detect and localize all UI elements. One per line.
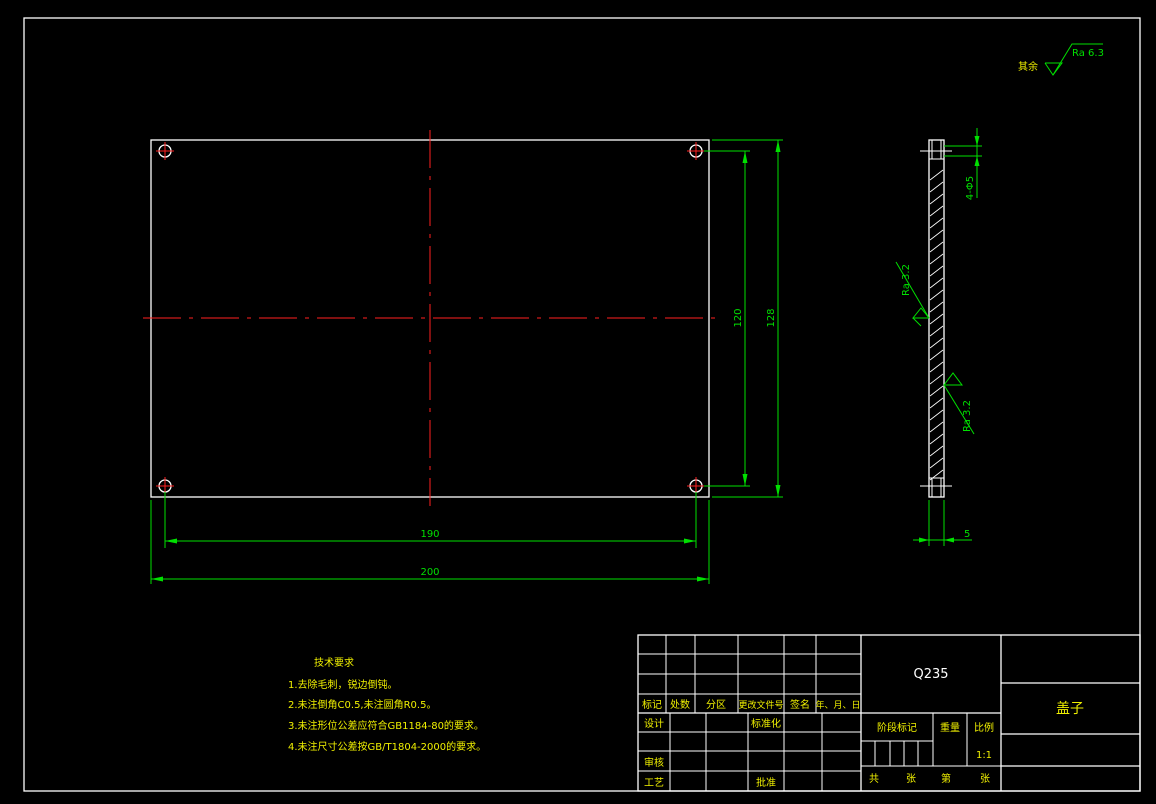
- hatch-line: [929, 433, 944, 445]
- hatch-line: [929, 445, 944, 457]
- hatch-line: [929, 421, 944, 433]
- hole-note-label: 4-Φ5: [965, 176, 976, 200]
- hatch-line: [929, 289, 944, 301]
- design-label: 设计: [644, 717, 664, 730]
- hatch-line: [929, 193, 944, 205]
- review-label: 审核: [644, 756, 664, 769]
- hatch-line: [929, 385, 944, 397]
- part-name: 盖子: [1056, 701, 1084, 717]
- sheet-unit-label: 张: [980, 773, 990, 785]
- drawing-border: [23, 17, 1141, 792]
- dim-200-label: 200: [420, 567, 439, 578]
- roughness-rest: 其余 Ra 6.3: [1018, 43, 1104, 76]
- hatch-line: [929, 373, 944, 385]
- roughness-rest-label: 其余: [1018, 60, 1038, 73]
- hatch-line: [929, 313, 944, 325]
- hatch-line: [929, 217, 944, 229]
- dim-120: 120: [704, 150, 750, 487]
- dim-128-label: 128: [766, 308, 777, 327]
- roughness-right-label: Ra 3.2: [962, 400, 973, 432]
- hatch-line: [929, 361, 944, 373]
- tech-item: 3.未注形位公差应符合GB1184-80的要求。: [288, 719, 484, 732]
- tech-item: 4.未注尺寸公差按GB/T1804-2000的要求。: [288, 740, 486, 753]
- hatch-line: [929, 253, 944, 265]
- hole-top-left: [156, 142, 174, 160]
- dim-thickness: 5: [913, 500, 972, 546]
- thickness-label: 5: [964, 529, 970, 540]
- roughness-right: Ra 3.2: [943, 372, 975, 435]
- dim-hole-note: 4-Φ5: [944, 128, 982, 200]
- sheet-no-label: 第: [941, 772, 951, 785]
- hatch-line: [929, 409, 944, 421]
- scale-value: 1:1: [976, 750, 992, 761]
- weight-label: 重量: [940, 721, 960, 734]
- title-block: Q235 盖子 标记 处数 分区 更改文件号 签名 年、月、日 设计 标准化 审…: [637, 634, 1141, 792]
- hatch-line: [929, 337, 944, 349]
- tech-item: 1.去除毛刺，锐边倒钝。: [288, 678, 398, 691]
- process-label: 工艺: [644, 777, 664, 789]
- total-sheets-label: 共: [869, 773, 879, 785]
- header-cell: 分区: [706, 699, 726, 711]
- header-cell: 年、月、日: [815, 699, 860, 711]
- header-cell: 签名: [790, 698, 810, 711]
- approve-label: 批准: [756, 776, 776, 789]
- tech-title: 技术要求: [314, 656, 354, 669]
- sheet-unit-label: 张: [906, 773, 916, 785]
- hatch-line: [929, 277, 944, 289]
- scale-label: 比例: [974, 721, 994, 734]
- hatch-line: [929, 169, 944, 181]
- header-cell: 更改文件号: [738, 699, 783, 711]
- dim-190-label: 190: [420, 529, 439, 540]
- hatch-line: [929, 469, 944, 481]
- header-cell: 处数: [670, 698, 690, 711]
- dim-190: 190: [164, 492, 697, 548]
- hatch-line: [929, 241, 944, 253]
- hatch-line: [929, 181, 944, 193]
- hatch-line: [929, 205, 944, 217]
- roughness-left: Ra 3.2: [895, 261, 930, 327]
- dim-128: 128: [712, 139, 783, 498]
- dim-200: 200: [150, 500, 710, 584]
- hatch-line: [929, 457, 944, 469]
- tech-requirements: 技术要求 1.去除毛刺，锐边倒钝。 2.未注倒角C0.5,未注圆角R0.5。 3…: [288, 656, 486, 753]
- header-cell: 标记: [642, 699, 662, 711]
- front-view: [143, 130, 718, 506]
- hatch-line: [929, 265, 944, 277]
- hatch-line: [929, 349, 944, 361]
- material-label: Q235: [913, 667, 948, 682]
- roughness-rest-value: Ra 6.3: [1072, 48, 1104, 59]
- hatch-line: [929, 301, 944, 313]
- stage-mark-label: 阶段标记: [877, 721, 917, 734]
- hatch-line: [929, 397, 944, 409]
- section-hatching: [929, 169, 944, 481]
- hatch-line: [929, 229, 944, 241]
- hatch-line: [929, 325, 944, 337]
- tech-item: 2.未注倒角C0.5,未注圆角R0.5。: [288, 698, 436, 711]
- standardization-label: 标准化: [751, 717, 781, 730]
- dim-120-label: 120: [733, 308, 744, 327]
- roughness-left-label: Ra 3.2: [901, 264, 912, 296]
- hole-top-right: [687, 142, 705, 160]
